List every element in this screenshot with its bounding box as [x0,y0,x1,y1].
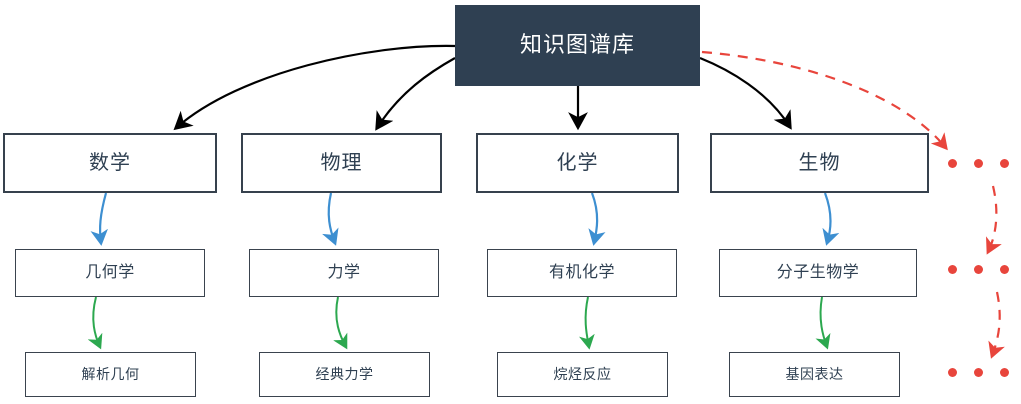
edge-root-to-math [173,44,456,131]
edge-organic-to-alkane [578,296,595,350]
node-chemistry[interactable]: 化学 [476,133,679,193]
edge-mechanics-to-classical [333,296,348,350]
edge-root-to-physics [375,57,456,131]
node-alkane-reaction-label: 烷烃反应 [553,365,612,382]
edge-chemistry-to-organic [588,192,606,246]
node-organic-chemistry[interactable]: 有机化学 [487,249,677,297]
node-alkane-reaction[interactable]: 烷烃反应 [497,352,668,397]
ellipsis-dot [1000,368,1009,377]
ellipsis-dot [974,368,983,377]
node-gene-expression-label: 基因表达 [785,365,844,382]
edge-more-row2-to-row3 [988,291,1005,359]
node-geometry-label: 几何学 [85,264,135,282]
ellipsis-dot [1000,265,1009,274]
ellipsis-dot [974,265,983,274]
node-mechanics-label: 力学 [327,264,361,282]
node-molecular-biology[interactable]: 分子生物学 [719,249,917,297]
node-molecular-biology-label: 分子生物学 [776,264,860,282]
node-classical-mechanics[interactable]: 经典力学 [259,352,430,397]
node-analytic-geometry-label: 解析几何 [81,365,140,382]
node-chemistry-label: 化学 [556,152,599,174]
edge-geometry-to-analytic [87,296,103,350]
node-gene-expression[interactable]: 基因表达 [729,352,900,397]
edge-math-to-geometry [90,192,108,246]
node-physics[interactable]: 物理 [241,133,442,193]
edge-molecular-to-gene [815,296,831,350]
node-mechanics[interactable]: 力学 [249,249,439,297]
ellipsis-dot [974,159,983,168]
edge-root-to-biology [699,56,792,130]
edge-more-row1-to-row2 [986,185,1002,255]
node-classical-mechanics-label: 经典力学 [315,365,374,382]
node-geometry[interactable]: 几何学 [15,249,205,297]
ellipsis-dot [948,265,957,274]
node-analytic-geometry[interactable]: 解析几何 [25,352,196,397]
node-math-label: 数学 [89,152,131,174]
edge-biology-to-molecular [822,192,840,246]
node-organic-chemistry-label: 有机化学 [548,264,615,282]
node-biology-label: 生物 [798,152,841,174]
node-biology[interactable]: 生物 [710,133,929,193]
node-root-label: 知识图谱库 [519,32,635,58]
ellipsis-dot [1000,159,1009,168]
edge-physics-to-mechanics [322,192,339,246]
ellipsis-dot [948,368,957,377]
ellipsis-dot [948,159,957,168]
node-root[interactable]: 知识图谱库 [455,5,700,86]
node-math[interactable]: 数学 [3,133,217,193]
node-physics-label: 物理 [320,152,363,174]
